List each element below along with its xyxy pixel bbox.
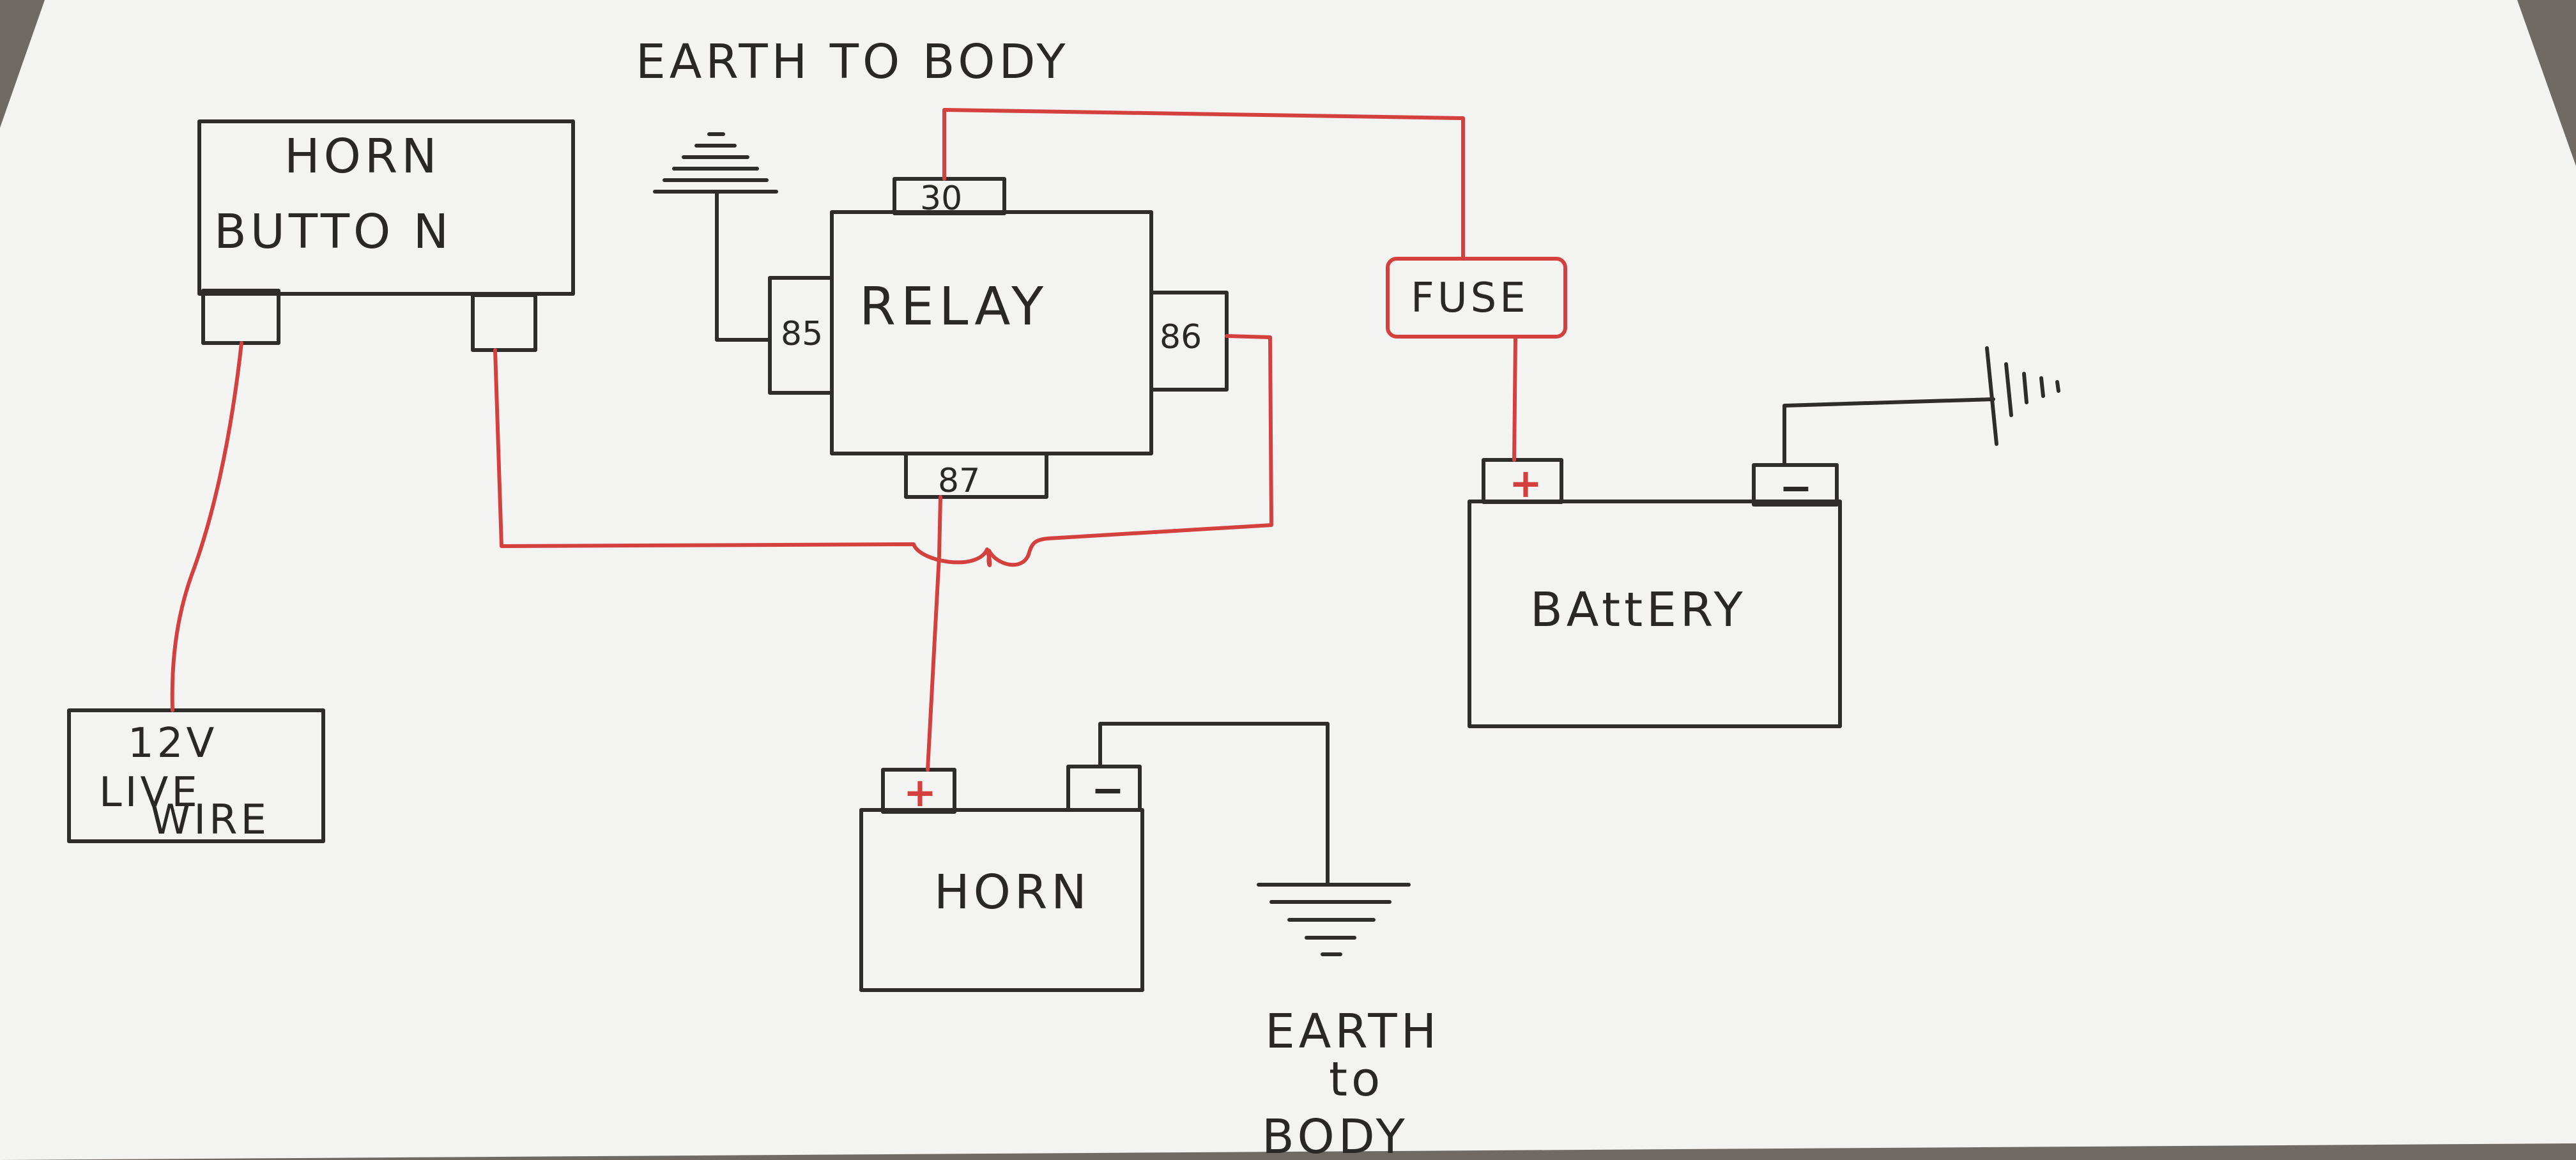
battery-body (1468, 500, 1842, 728)
battery-positive-terminal (1482, 458, 1563, 504)
live-wire-source: 12V LIVE WIRE (67, 708, 325, 844)
fuse-box (1386, 257, 1567, 339)
horn-minus-sign: − (1091, 767, 1124, 813)
relay: RELAY 30 85 86 87 (768, 177, 1229, 500)
relay-pin-85 (768, 276, 834, 395)
live-wire-label-line1: 12V (128, 720, 217, 767)
fuse-label: FUSE (1411, 275, 1529, 322)
earth-bottom-label-line1: EARTH (1265, 1004, 1440, 1059)
wire-fuse-to-battery (1512, 335, 1517, 462)
earth-bottom-symbol (1098, 722, 1411, 956)
horn-plus-sign: + (903, 769, 937, 816)
battery: + − BAttERY (1468, 458, 1842, 728)
live-wire-label-line2: LIVE (99, 769, 201, 816)
wire-button-to-live (170, 341, 243, 712)
earth-top-label: EARTH TO BODY (636, 34, 1070, 89)
live-wire-box (67, 708, 325, 843)
relay-pin-86 (1149, 291, 1229, 392)
battery-negative-terminal (1752, 463, 1839, 507)
horn-button-box (197, 119, 575, 296)
horn-label: HORN (934, 865, 1091, 920)
horn: + − HORN (859, 765, 1144, 992)
earth-top-symbol (653, 132, 778, 342)
horn-body (859, 808, 1144, 992)
battery-minus-sign: − (1779, 464, 1813, 511)
battery-earth-symbol (1782, 346, 2060, 467)
battery-plus-sign: + (1509, 460, 1542, 507)
horn-button-label-line2: BUTTO N (214, 204, 452, 259)
wire-button-to-86 (493, 334, 1273, 567)
horn-positive-terminal (881, 768, 956, 814)
relay-pin-30-label: 30 (920, 179, 962, 218)
live-wire-label-line3: WIRE (150, 797, 270, 844)
horn-button: HORN BUTTO N (197, 119, 575, 352)
horn-negative-terminal (1066, 765, 1142, 812)
relay-pin-87-label: 87 (938, 462, 980, 500)
wire-87-to-horn (926, 495, 942, 772)
earth-bottom-label-line3: BODY (1262, 1110, 1409, 1160)
horn-button-label-line1: HORN (284, 129, 441, 184)
relay-pin-30 (893, 177, 1006, 215)
relay-pin-86-label: 86 (1160, 318, 1202, 356)
earth-bottom-label-line2: to (1329, 1052, 1384, 1107)
horn-button-terminal-right (471, 293, 537, 352)
battery-label: BAttERY (1530, 583, 1747, 637)
relay-label: RELAY (859, 277, 1048, 337)
fuse: FUSE (1386, 257, 1567, 339)
relay-pin-87 (904, 452, 1048, 499)
wire-30-to-fuse (942, 108, 1465, 261)
relay-pin-85-label: 85 (781, 315, 823, 353)
